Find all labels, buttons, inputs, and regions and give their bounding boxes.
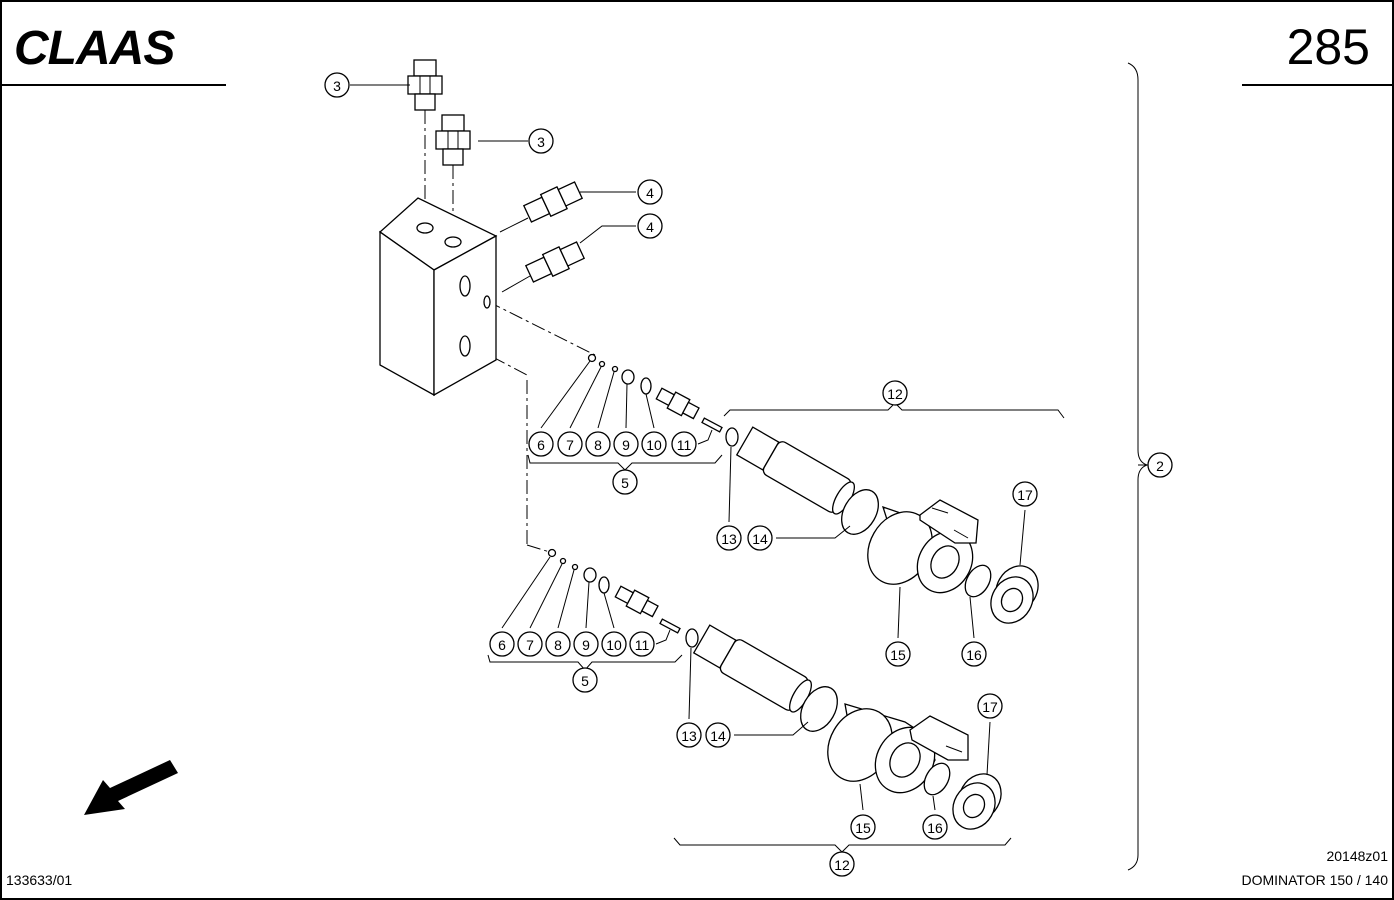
svg-text:9: 9 xyxy=(622,437,630,453)
assembly-bracket xyxy=(1127,62,1149,871)
svg-text:13: 13 xyxy=(681,728,697,744)
fitting-4-lower xyxy=(524,241,586,283)
callout-8-upper: 8 xyxy=(585,431,611,457)
callout-8-lower: 8 xyxy=(545,631,571,657)
lower-cartridge-14 xyxy=(692,624,812,713)
svg-text:17: 17 xyxy=(982,699,998,715)
page-number: 285 xyxy=(1287,19,1370,75)
svg-text:6: 6 xyxy=(498,637,506,653)
callout-4-lower: 4 xyxy=(637,213,663,239)
svg-text:5: 5 xyxy=(581,673,589,689)
lower-coil-15 xyxy=(827,703,969,794)
callout-16-lower: 16 xyxy=(922,814,948,840)
callout-7-upper: 7 xyxy=(557,431,583,457)
svg-text:13: 13 xyxy=(721,531,737,547)
upper-nut-17 xyxy=(990,565,1039,624)
callout-16-upper: 16 xyxy=(961,641,987,667)
svg-text:15: 15 xyxy=(855,820,871,836)
lower-nut-17 xyxy=(952,773,1002,830)
fitting-4-upper xyxy=(522,181,584,223)
callout-4-upper: 4 xyxy=(637,179,663,205)
footer-left-code: 133633/01 xyxy=(6,872,72,888)
leader-lines xyxy=(350,84,1147,811)
callout-14-upper: 14 xyxy=(747,525,773,551)
callouts: 3 3 4 4 2 12 12 6 7 8 9 10 11 5 13 14 15… xyxy=(324,72,1173,877)
upper-valve-parts xyxy=(587,353,739,447)
svg-text:7: 7 xyxy=(526,637,534,653)
valve-block xyxy=(378,197,498,397)
callout-14-lower: 14 xyxy=(705,722,731,748)
svg-text:5: 5 xyxy=(621,475,629,491)
svg-text:2: 2 xyxy=(1156,458,1164,474)
svg-text:8: 8 xyxy=(554,637,562,653)
callout-6-upper: 6 xyxy=(528,431,554,457)
svg-text:12: 12 xyxy=(834,857,850,873)
upper-cartridge-14 xyxy=(735,426,855,515)
lower-o-ring-16 xyxy=(923,762,951,796)
callout-2: 2 xyxy=(1147,452,1173,478)
callout-12-lower: 12 xyxy=(829,851,855,877)
callout-17-upper: 17 xyxy=(1012,481,1038,507)
svg-text:3: 3 xyxy=(333,78,341,94)
svg-text:14: 14 xyxy=(710,728,726,744)
footer: 133633/01 20148z01 DOMINATOR 150 / 140 xyxy=(6,848,1388,888)
svg-text:3: 3 xyxy=(537,134,545,150)
svg-text:14: 14 xyxy=(752,531,768,547)
callout-15-upper: 15 xyxy=(885,641,911,667)
fitting-3-lower xyxy=(435,114,471,166)
svg-text:10: 10 xyxy=(606,637,622,653)
svg-text:17: 17 xyxy=(1017,487,1033,503)
header: CLAAS 285 xyxy=(0,19,1394,86)
footer-drawing-code: 20148z01 xyxy=(1326,848,1388,864)
callout-10-lower: 10 xyxy=(601,631,627,657)
callout-6-lower: 6 xyxy=(489,631,515,657)
callout-13-upper: 13 xyxy=(716,525,742,551)
lower-valve-parts xyxy=(547,548,699,648)
svg-text:6: 6 xyxy=(537,437,545,453)
fitting-3-upper xyxy=(407,59,443,111)
callout-10-upper: 10 xyxy=(641,431,667,457)
callout-7-lower: 7 xyxy=(517,631,543,657)
footer-model: DOMINATOR 150 / 140 xyxy=(1241,872,1388,888)
svg-text:9: 9 xyxy=(582,637,590,653)
svg-text:4: 4 xyxy=(646,185,654,201)
lower-o-ring-14 xyxy=(800,686,838,732)
svg-text:11: 11 xyxy=(635,637,650,653)
callout-15-lower: 15 xyxy=(850,814,876,840)
callout-11-lower: 11 xyxy=(629,631,655,657)
svg-text:7: 7 xyxy=(566,437,574,453)
svg-text:8: 8 xyxy=(594,437,602,453)
upper-o-ring-14 xyxy=(841,489,879,535)
svg-text:16: 16 xyxy=(966,647,982,663)
callout-9-lower: 9 xyxy=(573,631,599,657)
svg-text:12: 12 xyxy=(887,386,903,402)
svg-text:10: 10 xyxy=(646,437,662,453)
callout-17-lower: 17 xyxy=(977,693,1003,719)
callout-11-upper: 11 xyxy=(671,431,697,457)
callout-12-upper: 12 xyxy=(882,380,908,406)
direction-arrow xyxy=(84,760,178,815)
svg-text:15: 15 xyxy=(890,647,906,663)
callout-9-upper: 9 xyxy=(613,431,639,457)
svg-text:4: 4 xyxy=(646,219,654,235)
svg-text:11: 11 xyxy=(677,437,692,453)
callout-3-lower: 3 xyxy=(528,128,554,154)
upper-o-ring-16 xyxy=(964,564,992,598)
callout-3-upper: 3 xyxy=(324,72,350,98)
callout-5-upper: 5 xyxy=(612,469,638,495)
upper-coil-15 xyxy=(867,499,979,594)
callout-5-lower: 5 xyxy=(572,667,598,693)
svg-text:16: 16 xyxy=(927,820,943,836)
brand-logo: CLAAS xyxy=(14,22,175,75)
callout-13-lower: 13 xyxy=(676,722,702,748)
